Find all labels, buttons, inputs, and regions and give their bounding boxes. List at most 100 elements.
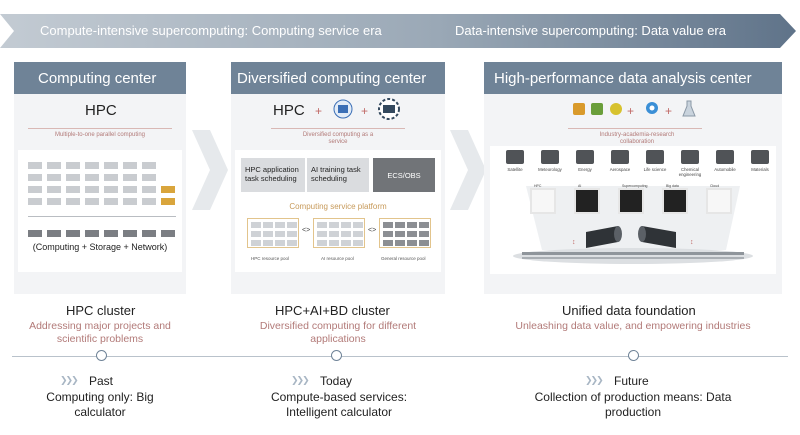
resource-unit <box>407 222 417 228</box>
compute-node <box>142 162 156 169</box>
pool-label-general: General resource pool <box>381 256 426 261</box>
divider <box>28 128 172 129</box>
resource-unit <box>341 231 351 237</box>
cluster-caption: (Computing + Storage + Network) <box>32 242 168 252</box>
era-past-desc: Computing only: Big calculator <box>46 390 154 419</box>
flask-icon <box>681 150 699 164</box>
divider <box>271 128 405 129</box>
chevron-arrow-2-icon <box>450 130 486 210</box>
resource-unit <box>287 240 297 246</box>
data-tile <box>530 188 556 214</box>
compute-node <box>66 186 80 193</box>
timeline-dot-today <box>331 350 342 361</box>
domain-label: Energy <box>578 167 592 172</box>
compute-node <box>142 186 156 193</box>
cluster-title-hpc-ai-bd: HPC+AI+BD cluster <box>275 303 390 318</box>
service-hpc-scheduling: HPC application task scheduling <box>241 158 305 192</box>
data-tile <box>662 188 688 214</box>
cluster-sub-hpc: Addressing major projects and scientific… <box>29 320 171 345</box>
plus-icon: + <box>627 104 635 118</box>
era-label-compute: Compute-intensive supercomputing: Comput… <box>40 23 382 38</box>
cluster-title-hpc: HPC cluster <box>66 303 136 318</box>
panel-computing-center: Computing center HPC Multiple-to-one par… <box>14 62 186 294</box>
service-diagram: HPC application task scheduling AI train… <box>235 150 441 272</box>
resource-unit <box>275 231 285 237</box>
ai-chip-icon <box>573 103 622 115</box>
compute-node <box>161 198 175 205</box>
service-ecs-obs: ECS/OBS <box>373 158 435 192</box>
molecule-icon <box>646 102 658 114</box>
note-collaboration: Industry-academia-research collaboration <box>599 132 675 145</box>
pool-label-hpc: HPC resource pool <box>251 256 290 261</box>
resource-unit <box>329 231 339 237</box>
panel-header-diversified: Diversified computing center <box>231 62 445 94</box>
storage-node <box>66 230 80 237</box>
resource-unit <box>353 231 363 237</box>
tile-label: AI <box>578 184 582 188</box>
hpc-pool <box>247 218 299 248</box>
resource-unit <box>251 231 261 237</box>
note-diversified-computing: Diversified computing as a service <box>302 132 374 145</box>
storage-node <box>123 230 137 237</box>
compute-node <box>123 186 137 193</box>
era-today-desc: Compute-based services: Intelligent calc… <box>270 390 408 419</box>
server-cylinder-left-icon <box>586 226 622 248</box>
compute-node <box>66 198 80 205</box>
compute-node <box>85 198 99 205</box>
compute-node <box>47 186 61 193</box>
compute-node <box>104 162 118 169</box>
compute-node <box>85 174 99 181</box>
network-line <box>28 216 176 217</box>
resource-unit <box>287 231 297 237</box>
chevrons-icon: ❯❯❯ <box>60 375 79 385</box>
compute-node <box>104 174 118 181</box>
domain-label: Chemical engineering <box>678 167 702 177</box>
storage-node <box>47 230 61 237</box>
tile-label: Big data <box>666 184 679 188</box>
resource-unit <box>395 231 405 237</box>
resource-unit <box>419 240 429 246</box>
compute-node <box>66 174 80 181</box>
timeline-dot-past <box>96 350 107 361</box>
ai-chip-icon <box>333 99 353 119</box>
double-arrow-icon: <> <box>368 227 377 234</box>
panel-header-computing-center: Computing center <box>14 62 186 94</box>
atom-icon <box>646 150 664 164</box>
compute-node <box>28 174 42 181</box>
compute-node <box>85 162 99 169</box>
resource-unit <box>317 240 327 246</box>
resource-unit <box>329 222 339 228</box>
era-label-data: Data-intensive supercomputing: Data valu… <box>455 23 726 38</box>
general-pool <box>379 218 431 248</box>
domain-label: Aerospace <box>609 167 631 172</box>
data-tile <box>618 188 644 214</box>
resource-unit <box>317 231 327 237</box>
note-parallel-computing: Multiple-to-one parallel computing <box>54 132 146 138</box>
storage-node <box>142 230 156 237</box>
panel-diversified-computing-center: Diversified computing center HPC + + Div… <box>231 62 445 294</box>
resource-unit <box>353 240 363 246</box>
era-banner-arrow <box>0 14 796 48</box>
resource-unit <box>287 222 297 228</box>
resource-unit <box>353 222 363 228</box>
compute-node <box>104 198 118 205</box>
compute-node <box>123 162 137 169</box>
timeline-dot-future <box>628 350 639 361</box>
resource-unit <box>317 222 327 228</box>
era-past: Past <box>89 374 114 388</box>
era-banner: Compute-intensive supercomputing: Comput… <box>0 14 800 48</box>
compute-node <box>47 174 61 181</box>
domain-label: Life science <box>643 167 667 172</box>
cluster-sub-unified: Unleashing data value, and empowering in… <box>515 320 751 332</box>
resource-unit <box>275 240 285 246</box>
compute-node <box>28 198 42 205</box>
resource-unit <box>251 222 261 228</box>
domain-label: Meteorology <box>538 167 562 172</box>
platform-title: Computing service platform <box>289 202 387 211</box>
compute-node <box>47 162 61 169</box>
panel-header-data-analysis: High-performance data analysis center <box>484 62 782 94</box>
domain-label: Automobile <box>714 167 736 172</box>
compute-node <box>47 198 61 205</box>
arrow-up-icon: ↕ <box>690 239 694 246</box>
